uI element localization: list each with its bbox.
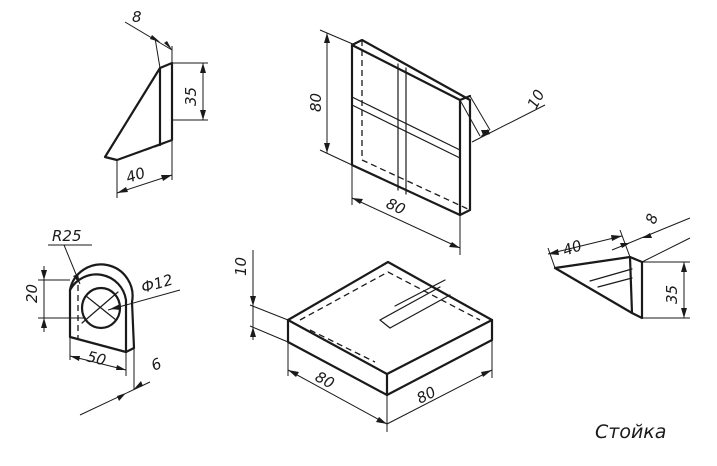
rib-hidden-edge — [159, 139, 173, 146]
dim-rib-length: 40 — [124, 164, 148, 187]
dim-plate-height: 80 — [307, 93, 325, 112]
dim-bracket-width: 50 — [85, 347, 108, 369]
bracket-front-arc — [68, 273, 128, 354]
rib-hatch — [589, 268, 633, 282]
slot-line — [389, 294, 451, 329]
slot-line — [379, 286, 441, 321]
rib-hidden-edge — [116, 144, 161, 161]
dim-line — [471, 104, 546, 143]
ext-line — [154, 37, 161, 69]
plate-body — [350, 38, 472, 217]
dim-arrow — [548, 249, 559, 255]
dim-rib2-length: 40 — [560, 236, 584, 259]
dim-plate-thickness: 10 — [524, 87, 549, 112]
dim-arrow — [324, 143, 330, 153]
dim-arrow — [161, 175, 172, 181]
dim-rib-height: 35 — [182, 87, 200, 106]
dim-arrow — [250, 327, 256, 337]
plate-hidden-edge — [361, 159, 471, 211]
ext-line — [459, 99, 481, 137]
vertical-plate: 80 10 80 — [307, 29, 549, 255]
dim-arrow — [73, 274, 80, 284]
rib-body — [103, 61, 174, 162]
ext-line — [319, 149, 353, 166]
dim-arrow — [681, 308, 687, 318]
dim-base-thickness: 10 — [232, 257, 250, 276]
dim-rib-thickness: 8 — [132, 8, 142, 26]
round-bracket: R25 Ф12 20 50 6 — [23, 227, 181, 416]
dim-arrow — [117, 187, 128, 193]
dim-arrow — [116, 365, 126, 370]
dim-bracket-thickness: 6 — [148, 354, 164, 374]
base-hidden-edge — [299, 271, 481, 321]
slot-line — [394, 279, 446, 307]
dim-arrow — [134, 381, 143, 389]
ext-line — [547, 247, 556, 269]
dim-arrow — [150, 35, 160, 42]
dim-line — [124, 21, 173, 51]
rib-edge — [628, 255, 634, 315]
dim-bracket-offset: 20 — [23, 284, 41, 303]
dim-base-length: 80 — [312, 368, 337, 393]
slot-hidden-line — [309, 329, 376, 363]
dim-rib2-thickness: 8 — [642, 211, 662, 226]
dim-rib2-height: 35 — [663, 285, 681, 304]
hole-center-line — [85, 295, 117, 321]
dim-line — [547, 235, 623, 255]
dim-arrow — [642, 233, 652, 238]
dim-base-width: 80 — [414, 383, 439, 408]
dim-arrow — [324, 33, 330, 43]
dim-arrow — [352, 198, 363, 204]
dim-arrow — [376, 417, 387, 424]
dim-arrow — [41, 318, 47, 328]
slot-line — [351, 96, 461, 151]
dim-line — [386, 369, 493, 425]
plate-top-edge — [458, 94, 472, 102]
dim-arrow — [288, 370, 299, 377]
dim-plate-width: 80 — [383, 194, 408, 218]
dim-arrow — [70, 356, 80, 361]
slot-line — [351, 104, 461, 159]
dim-arrow — [481, 370, 492, 377]
dim-line — [287, 369, 388, 425]
dim-arrow — [110, 304, 121, 310]
drawing-title: Стойка — [595, 421, 666, 443]
dim-arrow — [620, 243, 630, 248]
dim-arrow — [164, 41, 172, 50]
dim-arrow — [41, 270, 47, 280]
dim-arrow — [250, 296, 256, 306]
dim-arrow — [481, 130, 490, 135]
dim-arrow — [449, 242, 460, 248]
ext-line — [469, 95, 491, 131]
ext-line — [249, 325, 289, 343]
dim-arrow — [200, 63, 206, 73]
triangular-rib-right: 40 8 35 — [547, 211, 691, 320]
hole-center-line — [81, 291, 119, 324]
dim-arrow — [611, 235, 622, 241]
dim-arrow — [117, 393, 126, 401]
dim-arrow — [200, 110, 206, 120]
rib-hatch — [597, 277, 633, 288]
dim-bracket-radius: R25 — [52, 227, 82, 245]
slot-line — [379, 319, 391, 329]
ext-line — [641, 237, 691, 263]
rib-body — [553, 255, 644, 320]
ext-line — [249, 304, 289, 321]
dim-line — [351, 197, 461, 249]
ext-line — [319, 29, 356, 46]
base-plate: 10 80 80 — [232, 250, 494, 432]
triangular-rib: 8 35 40 — [103, 8, 208, 198]
dim-arrow — [681, 262, 687, 272]
